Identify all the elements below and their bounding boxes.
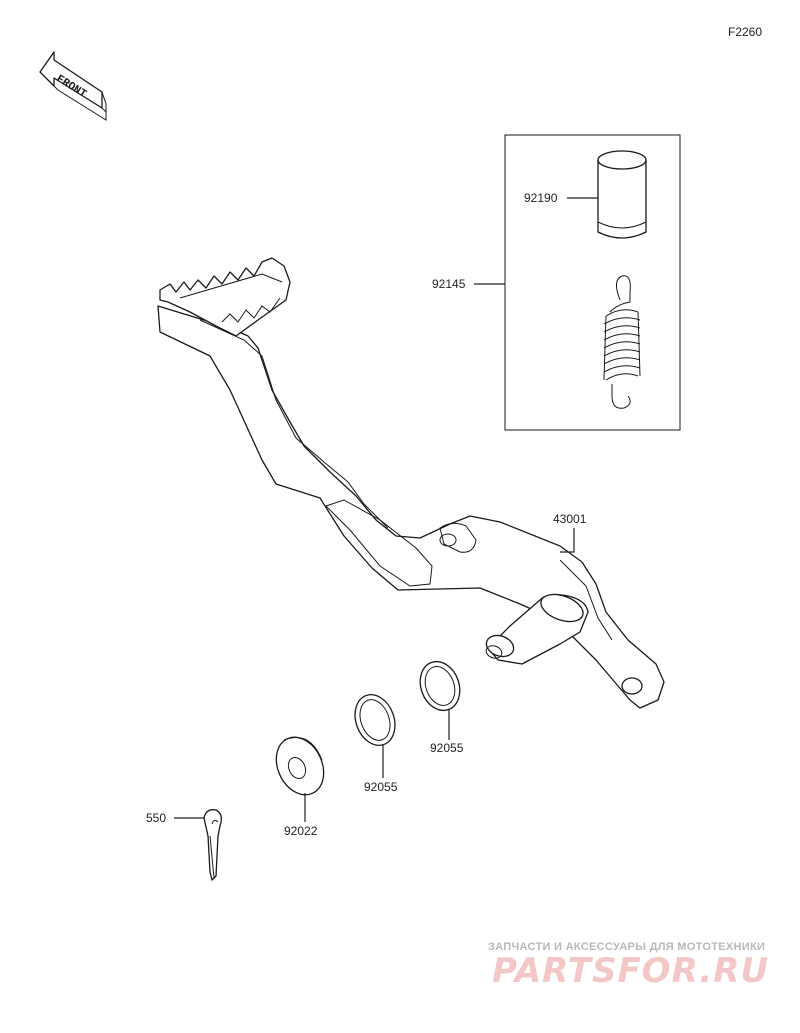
kit-box (504, 134, 681, 431)
watermark: ЗАПЧАСТИ И АКСЕССУАРЫ ДЛЯ МОТОТЕХНИКИ PA… (488, 941, 769, 991)
seal-ring-92055-a (419, 660, 461, 712)
label-92145: 92145 (432, 277, 466, 291)
front-arrow-icon: FRONT (39, 51, 107, 121)
watermark-brand: PARTSFOR.RU (492, 951, 769, 991)
label-43001: 43001 (553, 512, 587, 526)
seal-ring-92055-b (354, 694, 396, 746)
watermark-subtitle: ЗАПЧАСТИ И АКСЕССУАРЫ ДЛЯ МОТОТЕХНИКИ (488, 941, 765, 953)
return-spring (603, 275, 641, 409)
cotter-pin-550 (203, 809, 222, 881)
label-550: 550 (146, 811, 166, 825)
bushing-92190 (597, 150, 647, 239)
label-92055-a: 92055 (430, 741, 464, 755)
label-92055-b: 92055 (364, 780, 398, 794)
label-92022: 92022 (284, 824, 318, 838)
brake-pedal-43001 (157, 257, 665, 709)
washer-92022 (275, 736, 325, 796)
figure-code: F2260 (728, 25, 762, 39)
label-92190: 92190 (524, 191, 558, 205)
